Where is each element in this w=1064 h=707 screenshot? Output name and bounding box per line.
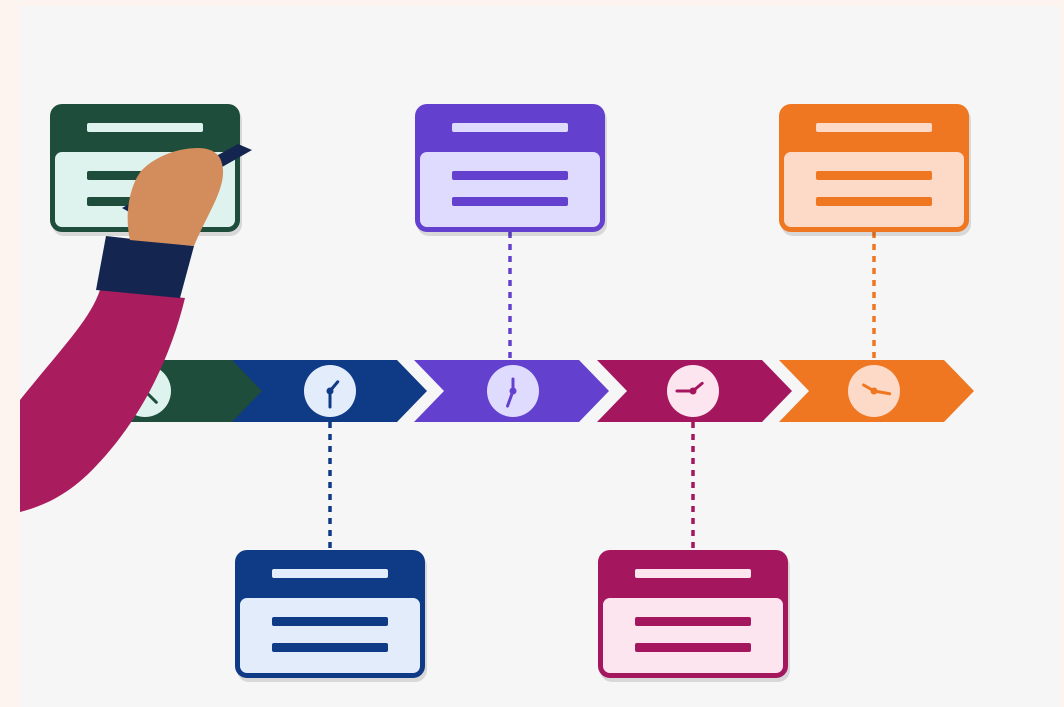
connector-layer <box>328 232 876 550</box>
card-body <box>240 598 420 673</box>
card-text-line <box>816 197 932 206</box>
card-text-line <box>452 197 568 206</box>
card-text-line <box>452 171 568 180</box>
clock-icon <box>304 365 356 417</box>
card-title-line <box>272 569 388 578</box>
timeline-card-orange <box>779 104 971 236</box>
card-title-line <box>87 123 203 132</box>
timeline-card-blue <box>235 550 427 682</box>
card-text-line <box>272 643 388 652</box>
clock-center <box>689 387 697 395</box>
card-text-line <box>272 617 388 626</box>
card-title-line <box>816 123 932 132</box>
timeline-arrow-layer <box>95 360 974 422</box>
card-body <box>603 598 783 673</box>
clock-icon <box>487 365 539 417</box>
timeline-card-purple <box>415 104 607 236</box>
clock-icon <box>848 365 900 417</box>
hand <box>127 148 224 246</box>
card-body <box>784 152 964 227</box>
hand-illustration <box>20 144 252 512</box>
card-text-line <box>816 171 932 180</box>
card-title-line <box>452 123 568 132</box>
clock-center <box>326 387 334 395</box>
sleeve <box>20 290 185 512</box>
clock-center <box>509 387 517 395</box>
card-body <box>420 152 600 227</box>
clock-center <box>870 387 878 395</box>
cuff <box>96 236 194 298</box>
card-text-line <box>635 643 751 652</box>
card-text-line <box>635 617 751 626</box>
timeline-card-magenta <box>598 550 790 682</box>
card-title-line <box>635 569 751 578</box>
clock-icon <box>667 365 719 417</box>
